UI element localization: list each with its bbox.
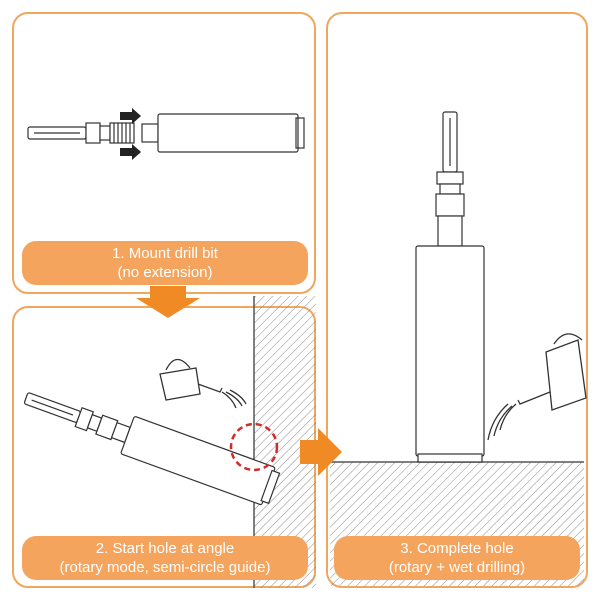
step-1-title: 1. Mount drill bit xyxy=(112,245,218,262)
watering-can-icon xyxy=(159,358,247,409)
step-2-subtitle: (rotary mode, semi-circle guide) xyxy=(59,559,271,576)
semi-circle-guide-icon xyxy=(229,422,279,472)
angled-drill-icon xyxy=(23,392,281,506)
core-bit-icon xyxy=(141,113,305,153)
step-2-caption: 2. Start hole at angle (rotary mode, sem… xyxy=(22,536,308,580)
sds-shank-icon xyxy=(27,122,135,144)
step-1-subtitle: (no extension) xyxy=(117,264,213,281)
step-3-panel xyxy=(326,12,588,588)
vertical-drill-icon xyxy=(415,111,485,463)
step-3-caption: 3. Complete hole (rotary + wet drilling) xyxy=(334,536,580,580)
watering-can-icon xyxy=(487,333,587,441)
push-arrow-icon xyxy=(120,108,141,160)
direction-arrow-icon xyxy=(300,428,342,476)
step-3-subtitle: (rotary + wet drilling) xyxy=(388,559,526,576)
direction-arrow-icon xyxy=(136,286,200,318)
step-2-title: 2. Start hole at angle xyxy=(95,540,235,557)
step-3-title: 3. Complete hole xyxy=(400,540,514,557)
step-1-caption: 1. Mount drill bit (no extension) xyxy=(22,241,308,285)
